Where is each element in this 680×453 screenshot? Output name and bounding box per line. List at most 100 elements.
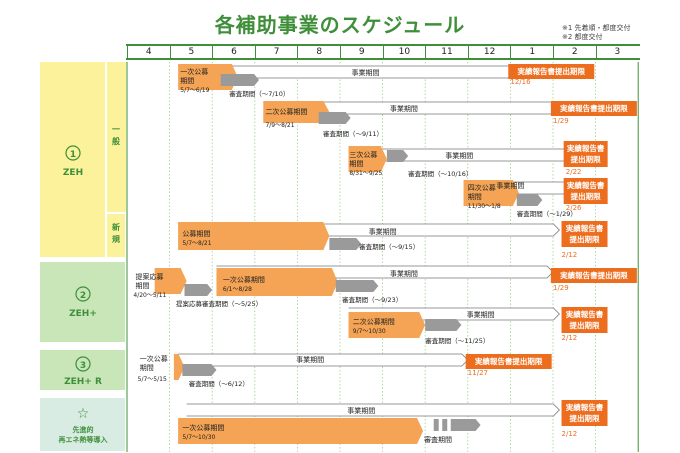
note-first-come: ※1 先着順・都度交付 xyxy=(562,24,631,32)
public-label: 期間 xyxy=(140,364,154,372)
public-label: 一次公募期間 xyxy=(182,423,224,432)
row-number: 2 xyxy=(80,291,86,301)
review-label: 審査期間（～9/23） xyxy=(342,295,402,304)
review-label: 審査期間（～10/16） xyxy=(408,169,472,178)
sub-general xyxy=(106,62,126,212)
review-bar xyxy=(386,150,409,162)
public-bar xyxy=(463,180,519,206)
row-zehplus xyxy=(40,262,125,342)
month-3: 3 xyxy=(595,44,639,60)
row-number: 1 xyxy=(70,150,76,160)
public-date: 5/7～6/19 xyxy=(180,87,209,94)
deadline-date: 2/12 xyxy=(562,430,578,438)
review-bar xyxy=(516,194,543,206)
review-bar xyxy=(182,364,217,376)
deadline-text: 実績報告書 xyxy=(566,309,604,319)
review-label: 提案応募審査期間（～5/25） xyxy=(176,299,262,308)
project-arrow xyxy=(186,403,560,417)
review-bar xyxy=(425,319,462,331)
deadline-date: 1/29 xyxy=(553,117,569,125)
public-label: 二次公募期間 xyxy=(353,317,395,326)
deadline-text: 実績報告書 xyxy=(566,223,604,233)
project-label: 事業期間 xyxy=(369,227,397,236)
circle-badge xyxy=(65,145,81,161)
public-label: 三次公募 xyxy=(349,150,377,159)
circle-badge xyxy=(75,356,91,372)
public-label: 一次公募 xyxy=(140,354,168,363)
deadline-box xyxy=(550,268,637,283)
public-date: 6/1～8/28 xyxy=(223,286,252,293)
deadline-date: 11/27 xyxy=(468,369,488,377)
deadline-date: 2/12 xyxy=(562,334,578,342)
review-bar xyxy=(184,284,213,296)
month-8: 8 xyxy=(297,44,340,60)
deadline-text: 提出期限 xyxy=(571,154,601,164)
project-label: 事業期間 xyxy=(390,104,418,113)
public-date: 5/7～5/15 xyxy=(138,376,167,383)
row-label-advanced: 再エネ熱等導入 xyxy=(59,435,108,444)
review-bar xyxy=(450,419,481,431)
deadline-date: 1/29 xyxy=(553,284,569,292)
project-label: 事業期間 xyxy=(467,310,495,319)
deadline-date: 12/16 xyxy=(510,78,531,86)
deadline-text: 実績報告書 xyxy=(567,143,605,153)
project-label: 事業期間 xyxy=(390,269,418,278)
row-number: 3 xyxy=(80,361,86,371)
review-label: 審査期間（～11/25） xyxy=(425,336,489,345)
public-bar xyxy=(263,101,330,123)
public-label: 期間 xyxy=(468,193,482,201)
project-label: 事業期間 xyxy=(296,355,324,364)
deadline-box xyxy=(563,141,608,167)
review-bar xyxy=(433,419,439,431)
public-bar xyxy=(348,312,426,338)
review-bar xyxy=(329,238,362,250)
sub-label-new: 新 xyxy=(112,222,120,232)
circle-badge xyxy=(75,286,91,302)
month-4: 4 xyxy=(127,44,170,60)
public-bar xyxy=(154,268,187,294)
review-label: 審査期間（～9/15） xyxy=(359,242,419,251)
review-bar xyxy=(335,280,379,292)
row-advanced xyxy=(40,398,125,451)
sub-label-general: 一 xyxy=(112,125,120,134)
public-bar xyxy=(216,268,338,296)
deadline-box xyxy=(561,400,608,426)
project-label: 事業期間 xyxy=(352,68,380,77)
review-bar xyxy=(220,74,260,86)
month-5: 5 xyxy=(169,44,213,60)
row-label-zehplus: ZEH+ xyxy=(69,309,97,319)
deadline-box xyxy=(563,178,608,204)
public-label: 一次公募 xyxy=(180,67,208,76)
public-date: 8/31～9/25 xyxy=(349,170,382,177)
month-10: 10 xyxy=(382,44,426,60)
public-date: 7/9～8/21 xyxy=(265,122,294,129)
public-label: 期間 xyxy=(180,77,194,85)
project-label: 事業期間 xyxy=(445,151,473,160)
sub-label-new: 規 xyxy=(112,234,120,244)
public-label: 公募期間 xyxy=(182,229,210,238)
public-date: 5/7～10/30 xyxy=(182,434,215,441)
deadline-box xyxy=(465,354,552,369)
public-date: 9/7～10/30 xyxy=(353,328,386,335)
note-per-delivery: ※2 都度交付 xyxy=(562,33,603,41)
deadline-text: 実績報告書提出期限 xyxy=(475,356,543,366)
public-label: 二次公募期間 xyxy=(265,107,307,116)
deadline-box xyxy=(561,307,608,333)
deadline-text: 提出期限 xyxy=(570,413,600,423)
deadline-text: 実績報告書 xyxy=(567,180,605,190)
public-bar xyxy=(173,354,185,380)
public-label: 期間 xyxy=(136,282,150,290)
review-bar xyxy=(318,112,351,124)
deadline-box xyxy=(550,101,637,116)
review-label: 審査期間（～9/11） xyxy=(323,129,383,138)
month-7: 7 xyxy=(254,44,298,60)
month-2: 2 xyxy=(553,44,596,60)
deadline-date: 2/26 xyxy=(566,204,582,212)
deadline-text: 提出期限 xyxy=(570,320,600,330)
deadline-text: 提出期限 xyxy=(571,191,601,201)
deadline-text: 実績報告書提出期限 xyxy=(518,66,586,76)
deadline-box xyxy=(508,64,595,79)
review-label: 審査期間（～7/10） xyxy=(229,89,289,98)
project-label: 事業期間 xyxy=(347,406,375,415)
